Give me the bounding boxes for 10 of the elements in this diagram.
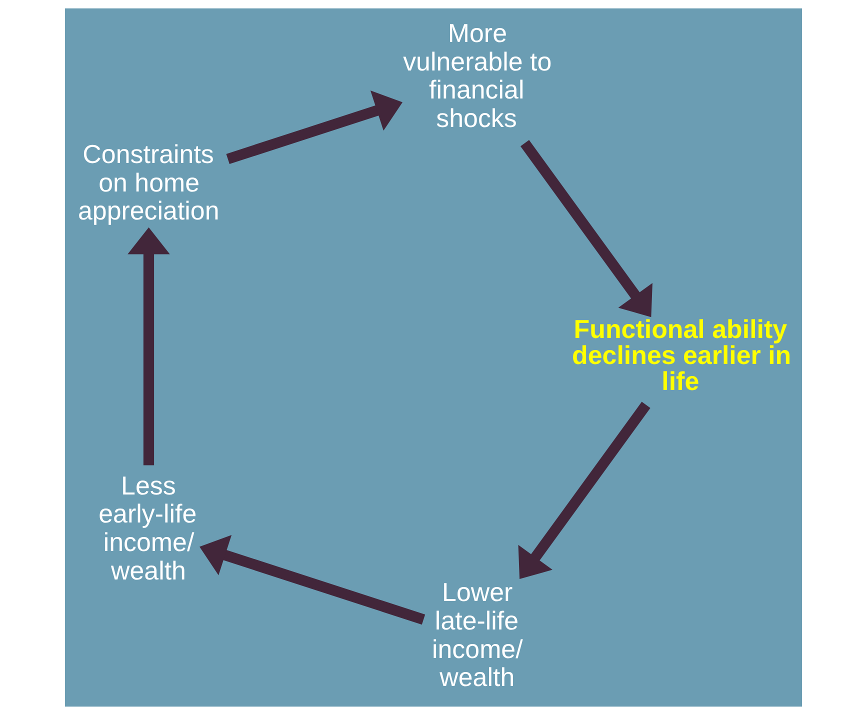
arrow	[226, 90, 402, 164]
node-text: More vulnerable to financial shocks	[402, 20, 552, 133]
arrow	[520, 140, 652, 318]
node-text: Lower late-life income/ wealth	[431, 579, 522, 692]
node-text: Constraints on home appreciation	[77, 141, 219, 226]
arrow	[199, 534, 425, 625]
node-text: Less early-life income/ wealth	[98, 472, 196, 586]
node-text: Functional ability declines earlier in life	[572, 316, 791, 396]
arrow	[518, 402, 650, 580]
arrow	[127, 227, 170, 466]
